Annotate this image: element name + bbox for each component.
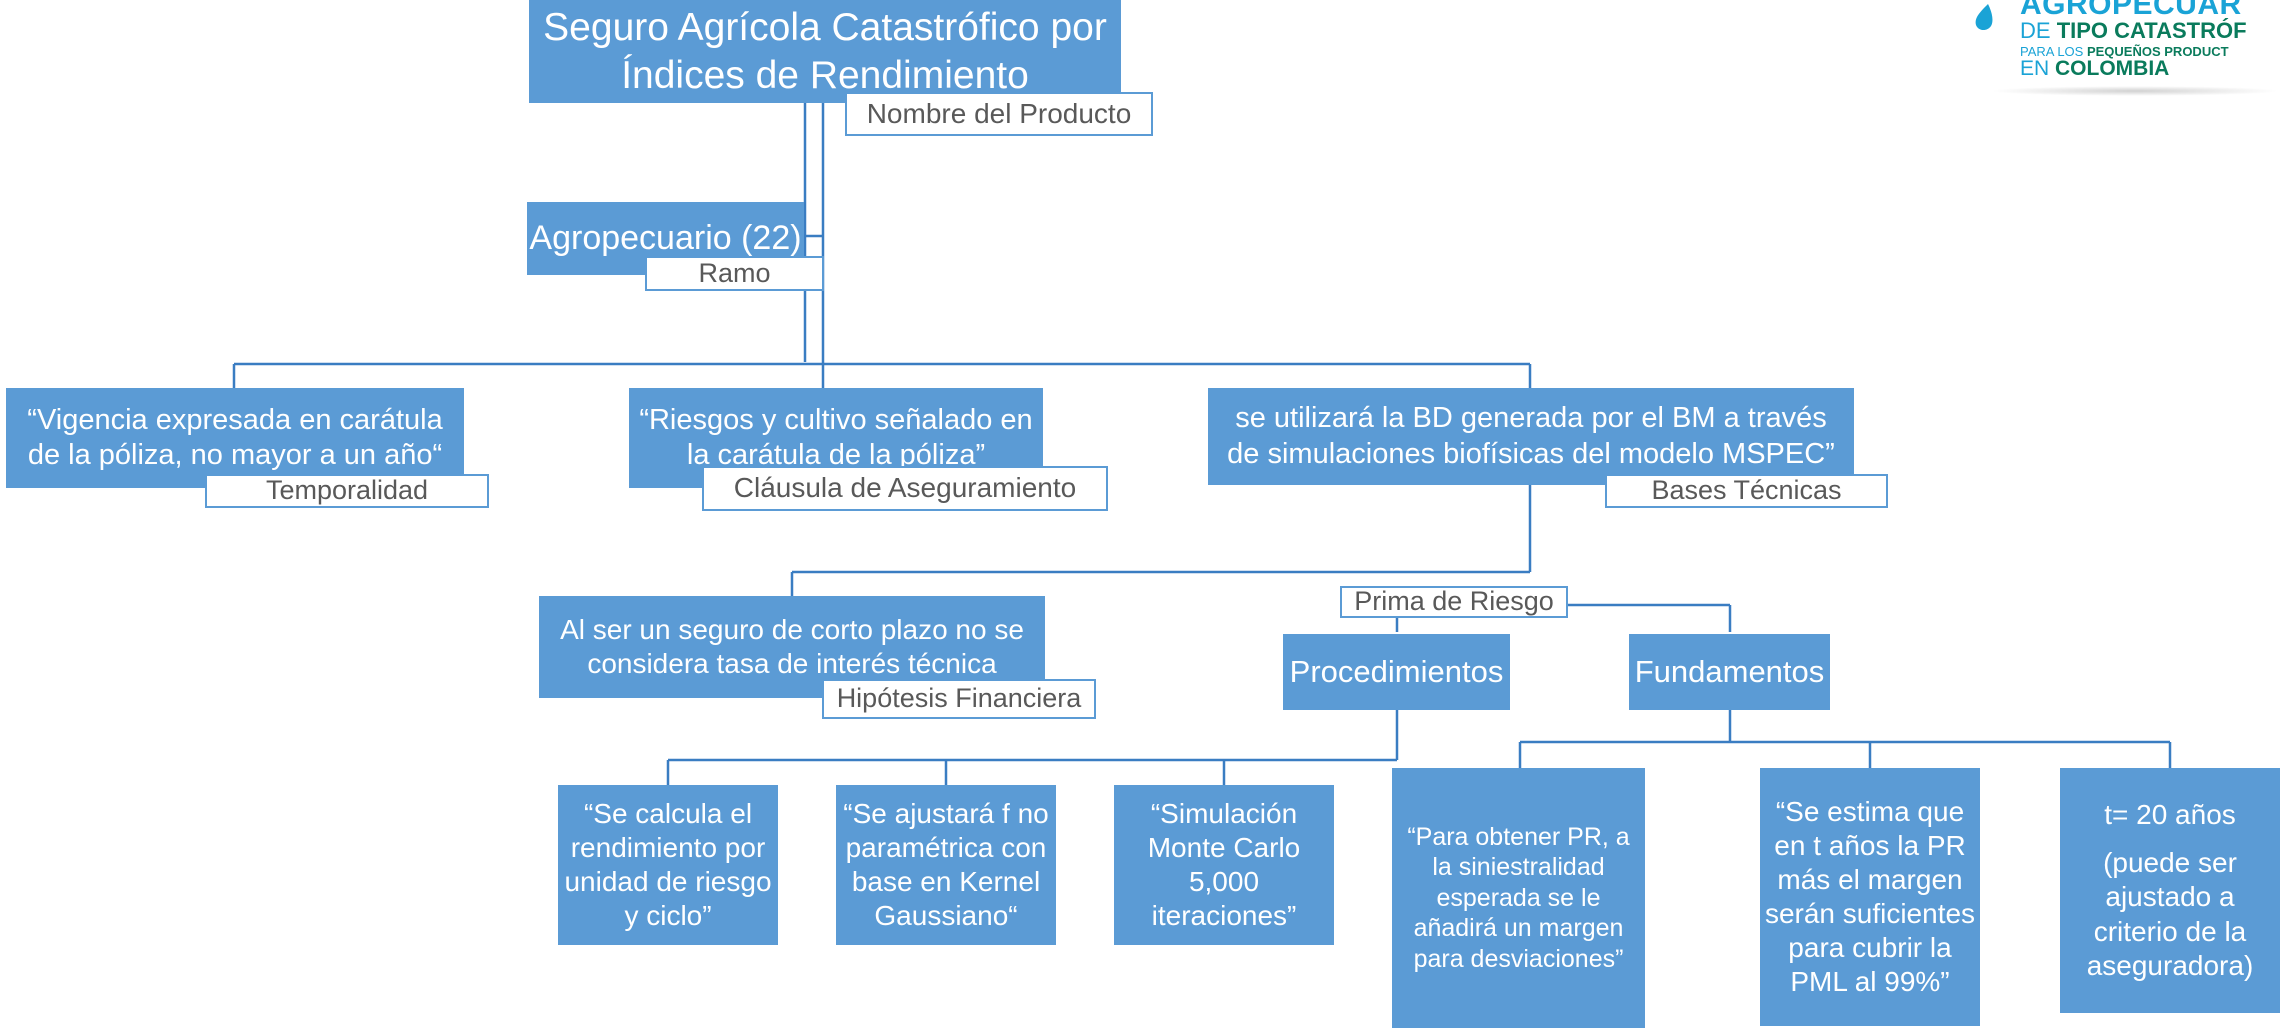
- proc-item-2-text: “Se ajustará f no paramétrica con base e…: [843, 797, 1049, 932]
- procedimientos-text: Procedimientos: [1289, 654, 1504, 690]
- hipotesis-label: Hipótesis Financiera: [822, 679, 1096, 719]
- temporalidad-label: Temporalidad: [205, 474, 489, 508]
- proc-item-3-box: “Simulación Monte Carlo 5,000 iteracione…: [1114, 785, 1334, 945]
- logo-line-1: AGROPECUAR: [2020, 0, 2242, 21]
- bases-tecnicas-label: Bases Técnicas: [1605, 474, 1888, 508]
- prima-riesgo-label: Prima de Riesgo: [1340, 586, 1568, 618]
- fund-item-3-t: t= 20 años: [2104, 799, 2236, 831]
- product-name-box: Seguro Agrícola Catastrófico por Índices…: [529, 0, 1121, 103]
- bases-tecnicas-box: se utilizará la BD generada por el BM a …: [1208, 388, 1854, 485]
- fund-item-3-box: t= 20 años (puede ser ajustado a criteri…: [2060, 768, 2280, 1013]
- product-name-label: Nombre del Producto: [845, 92, 1153, 136]
- fund-item-1-box: “Para obtener PR, a la siniestralidad es…: [1392, 768, 1645, 1028]
- product-name-text: Seguro Agrícola Catastrófico por Índices…: [543, 5, 1107, 97]
- logo-line-2: DE TIPO CATASTRÓF: [2020, 18, 2247, 43]
- temporalidad-box: “Vigencia expresada en carátula de la pó…: [6, 388, 464, 488]
- ramo-label: Ramo: [645, 256, 824, 291]
- logo-shadow: [1990, 86, 2280, 96]
- proc-item-2-box: “Se ajustará f no paramétrica con base e…: [836, 785, 1056, 945]
- temporalidad-text: “Vigencia expresada en carátula de la pó…: [27, 403, 443, 471]
- fund-item-1-text: “Para obtener PR, a la siniestralidad es…: [1407, 822, 1630, 973]
- fund-item-2-box: “Se estima que en t años la PR más el ma…: [1760, 768, 1980, 1026]
- proc-item-1-text: “Se calcula el rendimiento por unidad de…: [564, 797, 772, 932]
- logo-line-4: EN COLOMBIA: [2020, 57, 2170, 80]
- clausula-text: “Riesgos y cultivo señalado en la carátu…: [639, 403, 1033, 471]
- water-drop-icon: [1975, 4, 1993, 31]
- fundamentos-text: Fundamentos: [1634, 654, 1825, 690]
- fund-item-2-text: “Se estima que en t años la PR más el ma…: [1764, 795, 1976, 998]
- logo-line-3: PARA LOS PEQUEÑOS PRODUCT: [2020, 44, 2229, 59]
- hipotesis-text: Al ser un seguro de corto plazo no se co…: [560, 613, 1024, 679]
- clausula-label: Cláusula de Aseguramiento: [702, 466, 1108, 511]
- program-logo: AGROPECUAR DE TIPO CATASTRÓF PARA LOS PE…: [1950, 0, 2280, 100]
- proc-item-3-text: “Simulación Monte Carlo 5,000 iteracione…: [1147, 797, 1301, 932]
- procedimientos-box: Procedimientos: [1283, 634, 1510, 710]
- ramo-text: Agropecuario (22): [529, 218, 802, 257]
- bases-tecnicas-text: se utilizará la BD generada por el BM a …: [1227, 402, 1835, 470]
- proc-item-1-box: “Se calcula el rendimiento por unidad de…: [558, 785, 778, 945]
- fund-item-3-note: (puede ser ajustado a criterio de la ase…: [2086, 847, 2254, 981]
- fundamentos-box: Fundamentos: [1629, 634, 1830, 710]
